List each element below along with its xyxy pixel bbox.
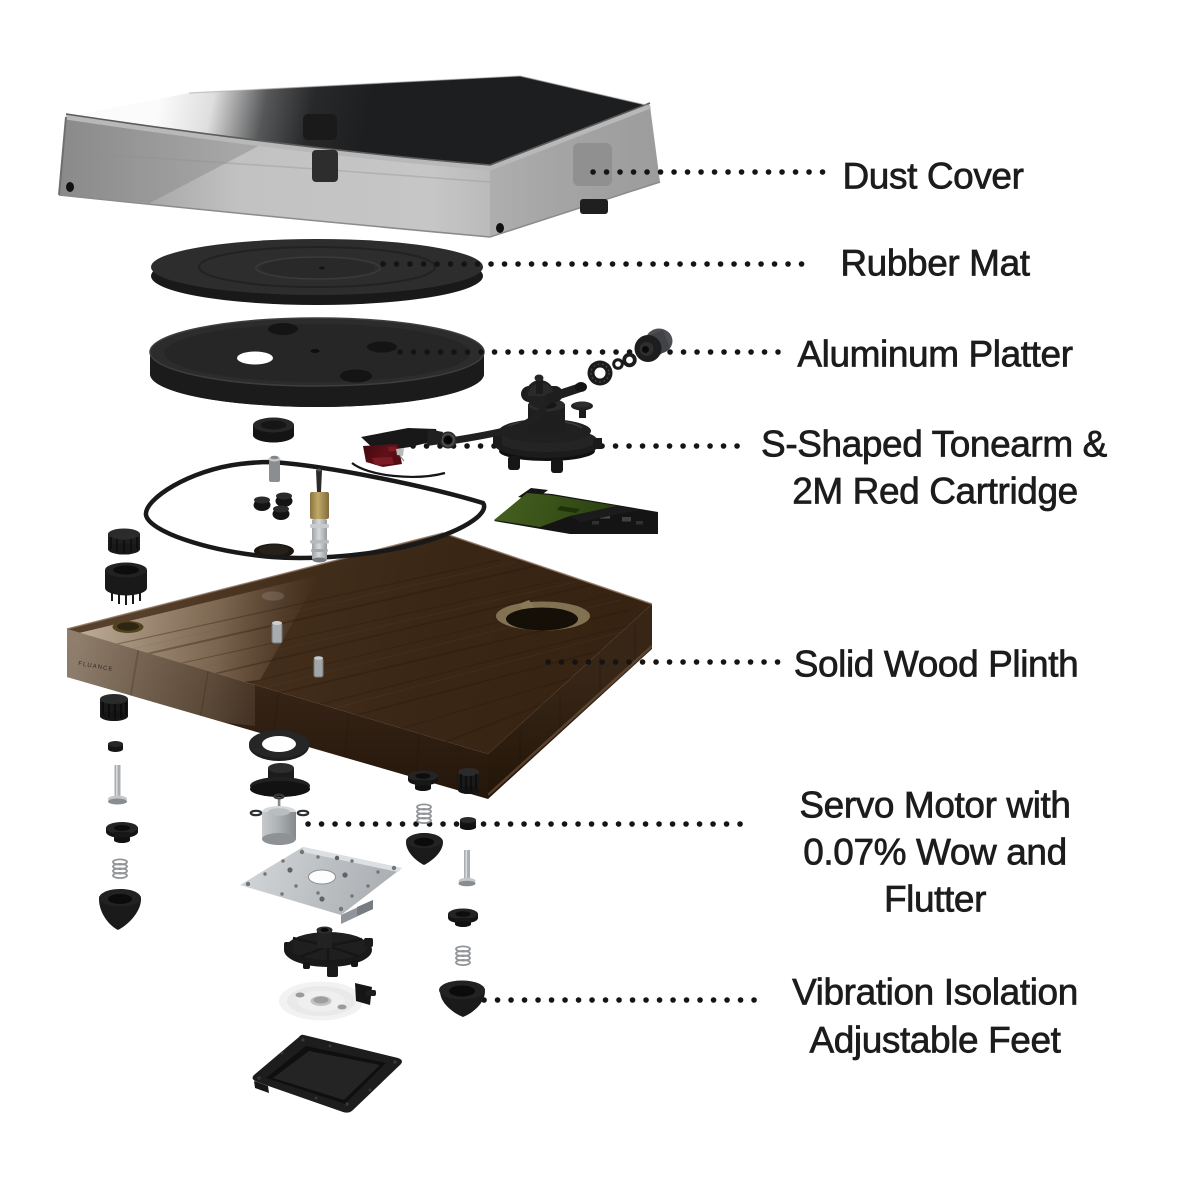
svg-text:Aluminum Platter: Aluminum Platter bbox=[797, 334, 1072, 375]
svg-text:Adjustable Feet: Adjustable Feet bbox=[809, 1020, 1061, 1061]
svg-text:Dust Cover: Dust Cover bbox=[842, 156, 1023, 197]
svg-text:2M Red Cartridge: 2M Red Cartridge bbox=[792, 471, 1078, 512]
svg-text:Servo Motor with: Servo Motor with bbox=[799, 785, 1070, 826]
svg-text:0.07% Wow and: 0.07% Wow and bbox=[803, 832, 1067, 873]
svg-text:Solid Wood Plinth: Solid Wood Plinth bbox=[794, 644, 1079, 685]
svg-text:Rubber Mat: Rubber Mat bbox=[840, 243, 1030, 284]
svg-text:S-Shaped Tonearm &: S-Shaped Tonearm & bbox=[761, 424, 1108, 465]
svg-text:Flutter: Flutter bbox=[884, 879, 986, 920]
svg-text:Vibration Isolation: Vibration Isolation bbox=[792, 972, 1078, 1013]
